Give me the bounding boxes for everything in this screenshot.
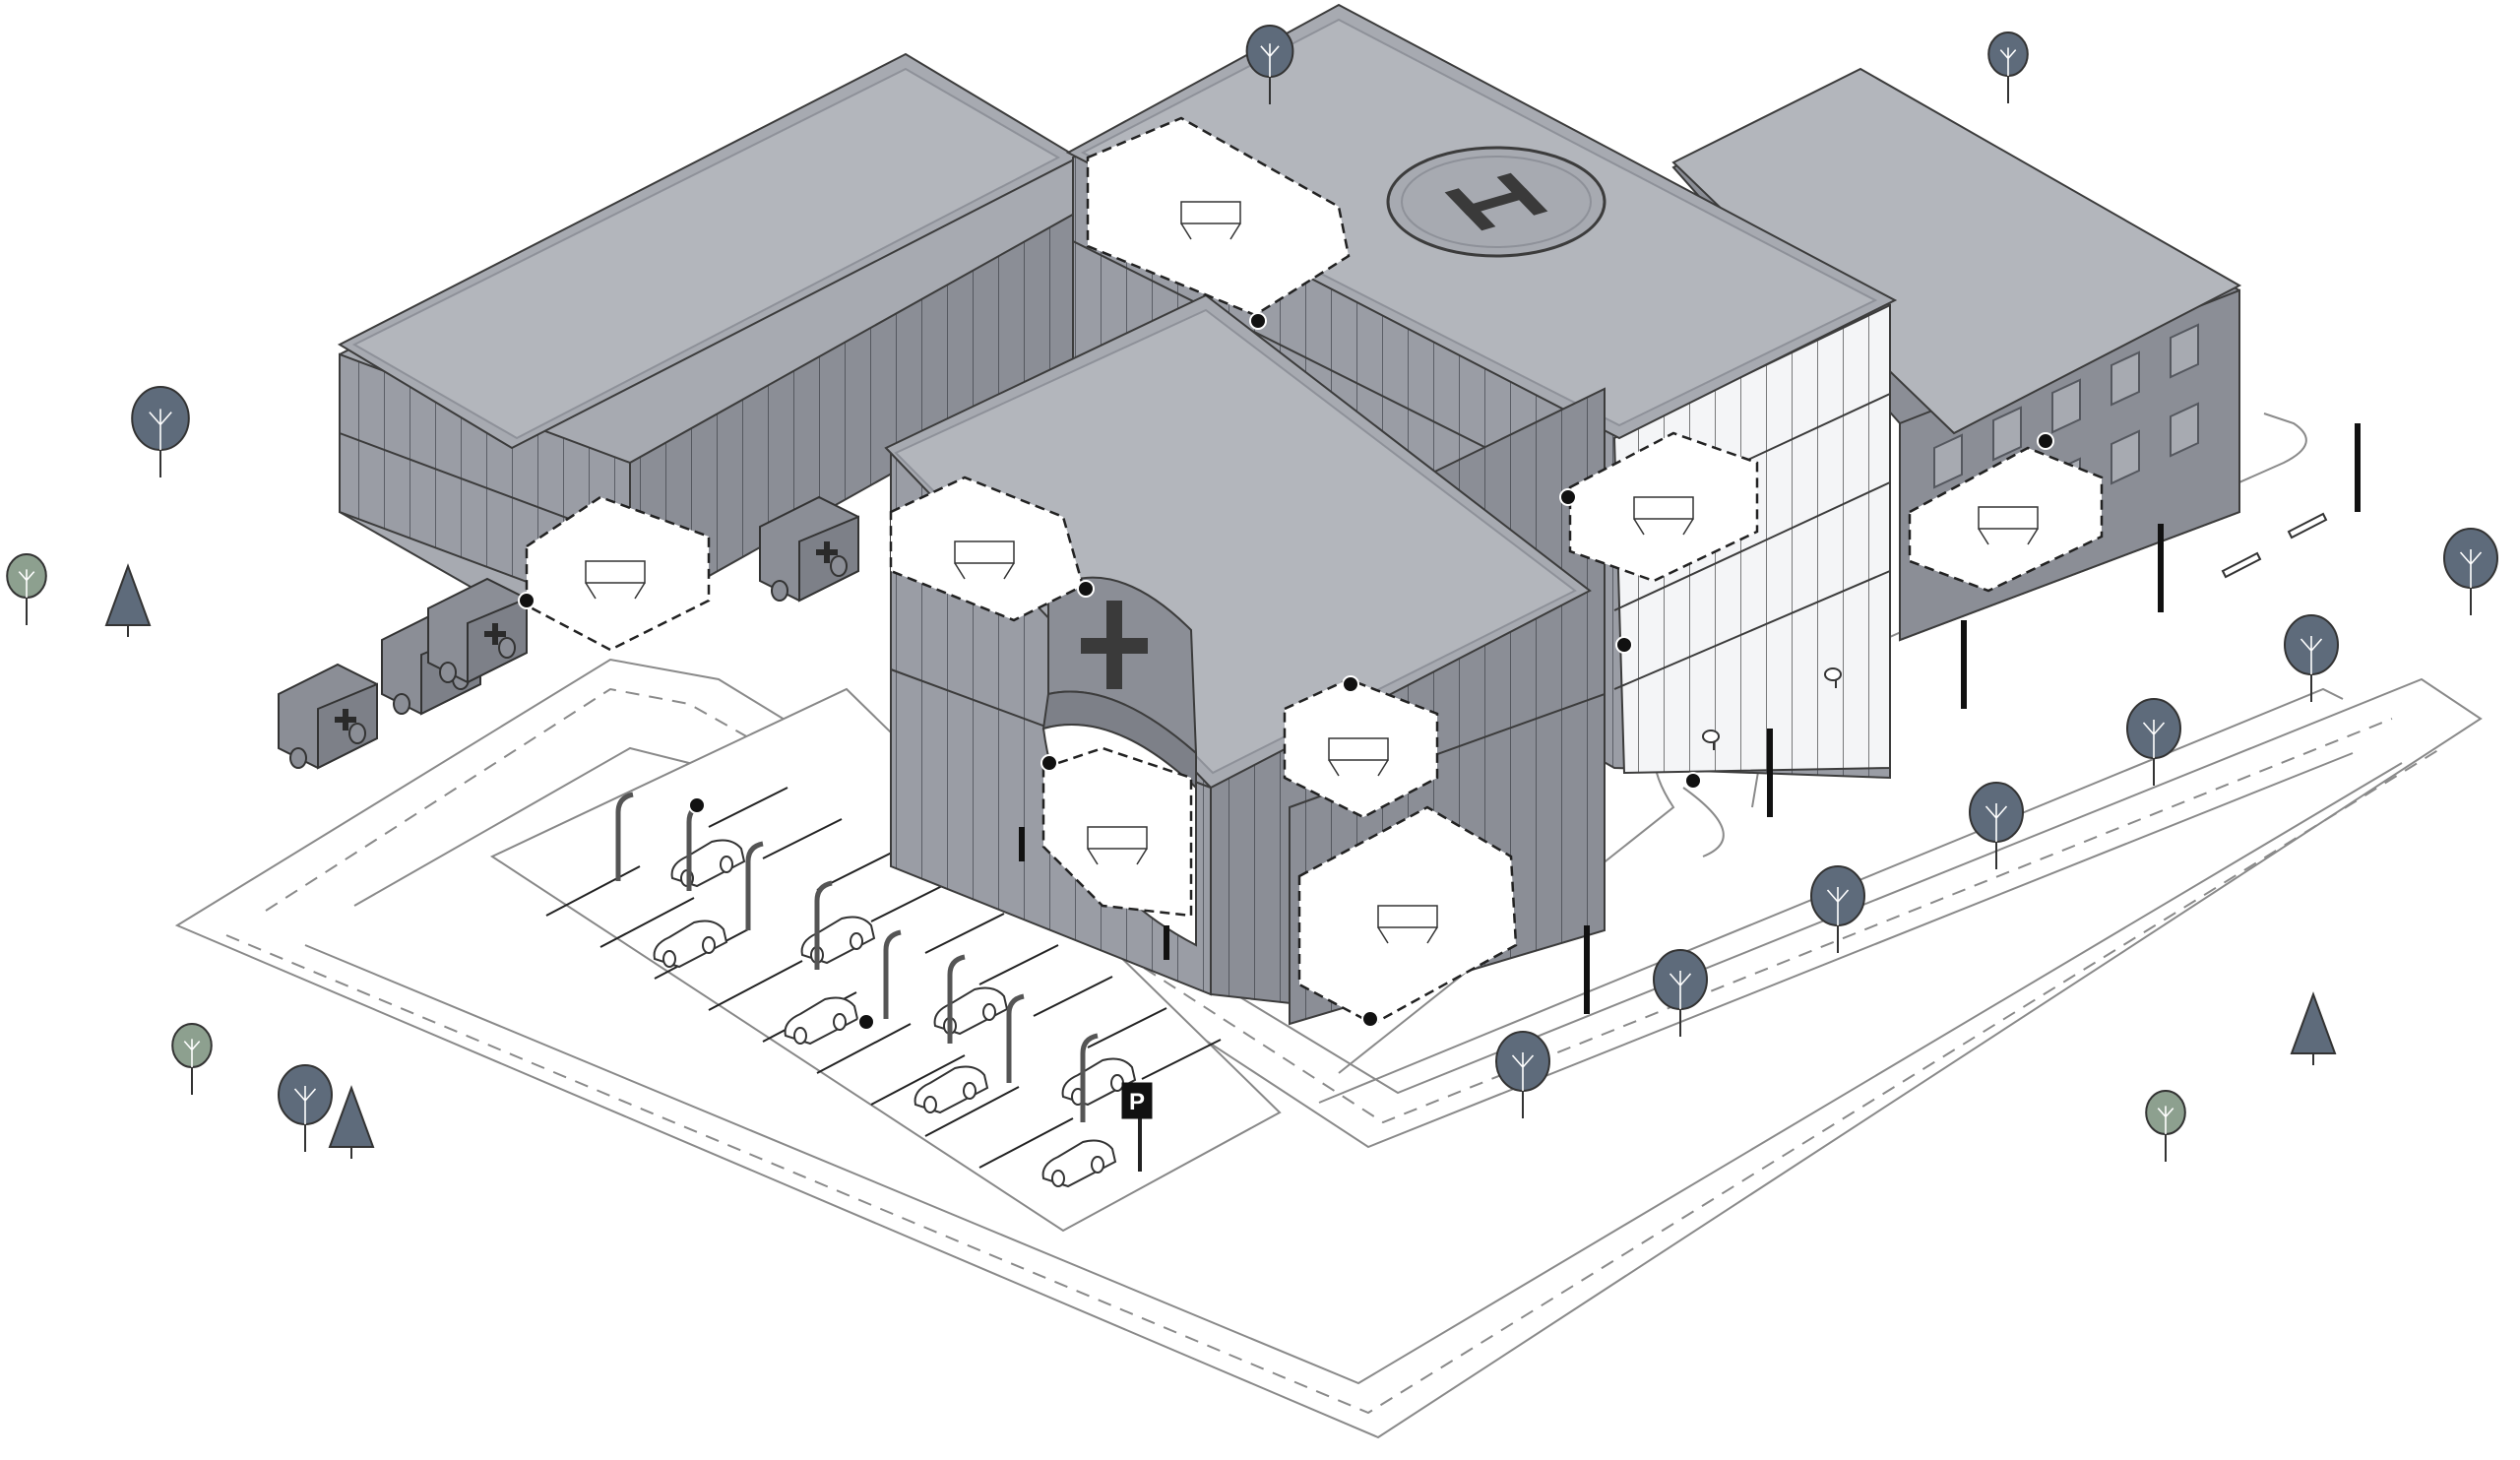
bench-icon [2287,512,2328,540]
deciduous-tree-icon [131,386,190,477]
parking-sign-letter: P [1129,1089,1145,1115]
deciduous-tree-icon [1987,32,2029,103]
hotspot-reception[interactable] [857,1013,875,1031]
deciduous-tree-icon [171,1023,213,1095]
deciduous-tree-icon [2145,1090,2186,1162]
hotspot-waiting-lounge[interactable] [1077,580,1095,598]
hotspot-patient-room[interactable] [2037,432,2054,450]
deciduous-tree-icon [1969,782,2024,869]
pine-tree-icon [328,1085,375,1159]
bollard-light-icon [1164,925,1169,960]
deciduous-tree-icon [2126,698,2181,786]
bench-icon [2221,551,2262,579]
bollard-light-icon [1961,620,1967,709]
hotspot-operating-room[interactable] [1249,312,1267,330]
street-lamp-icon [883,929,902,1019]
security-camera-icon [1702,730,1720,750]
street-lamp-icon [745,841,764,930]
hotspot-facade[interactable] [1615,636,1633,654]
lobby-cutaway[interactable] [1041,746,1193,918]
ambulance-icon [759,495,859,603]
laboratory-cutaway[interactable] [1568,431,1759,583]
bollard-light-icon [2158,524,2164,612]
street-lamp-icon [947,954,966,1044]
deciduous-tree-icon [278,1064,333,1152]
bollard-light-icon [1584,925,1590,1014]
bollard-light-icon [1767,729,1773,817]
deciduous-tree-icon [1810,865,1865,953]
parking-sign: P [1121,1082,1153,1172]
patient-room-cutaway[interactable] [1908,446,2104,593]
ambulance-icon [278,663,378,770]
deciduous-tree-icon [2443,528,2498,615]
hotspot-laboratory[interactable] [1559,488,1577,506]
hotspot-staircase[interactable] [1361,1010,1379,1028]
deciduous-tree-icon [2284,614,2339,702]
car-icon [784,996,859,1046]
car-icon [1041,1139,1117,1188]
deciduous-tree-icon [1495,1031,1550,1118]
hotspot-lobby-entrance[interactable] [1040,754,1058,772]
hotspot-walkway[interactable] [1684,772,1702,790]
hotspot-ward-room[interactable] [518,592,536,609]
pine-tree-icon [2290,991,2337,1065]
helipad-h-icon [1444,172,1548,231]
helipad[interactable]: H [1386,146,1606,258]
street-lamp-icon [814,880,833,970]
deciduous-tree-icon [6,553,47,625]
ambulance-icon [427,577,528,684]
left-wing [337,52,1081,622]
hotspot-nurse-station[interactable] [1342,675,1359,693]
street-lamp-icon [615,792,634,881]
pine-tree-icon [104,563,152,637]
bollard-light-icon [1019,827,1025,861]
bollard-light-icon [2355,423,2361,512]
deciduous-tree-icon [1245,25,1294,104]
security-camera-icon [1824,667,1842,688]
operating-room-cutaway[interactable] [1086,116,1351,317]
hotspot-parking-lot[interactable] [688,796,706,814]
street-lamp-icon [1080,1033,1099,1122]
entrance-cross-icon [1081,601,1148,689]
street-lamp-icon [1006,993,1025,1083]
car-icon [653,920,728,969]
car-icon [914,1065,989,1114]
deciduous-tree-icon [1653,949,1708,1037]
staircase-cutaway[interactable] [1297,805,1518,1026]
